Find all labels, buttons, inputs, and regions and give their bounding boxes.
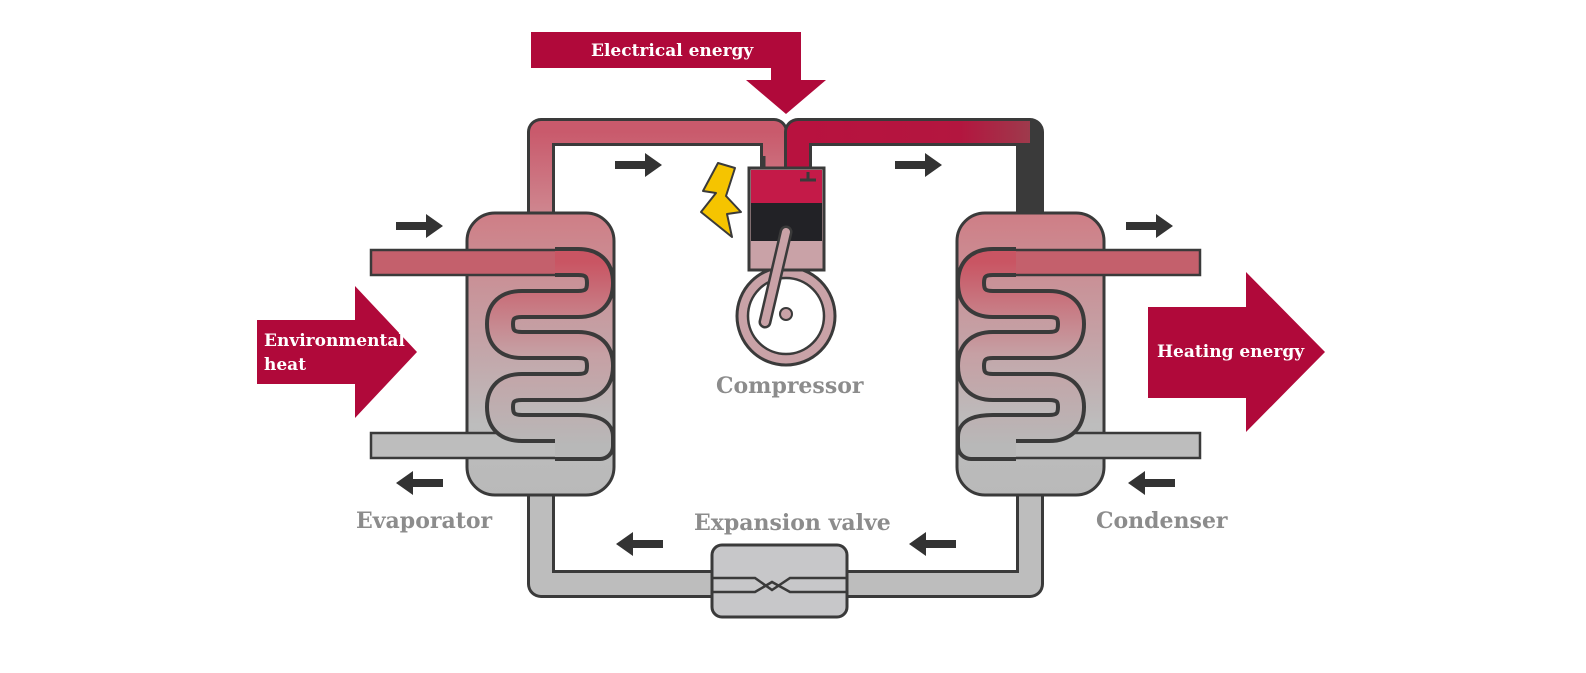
flow-arrow-icon xyxy=(396,471,443,495)
flow-arrow-icon xyxy=(909,532,956,556)
environmental-heat-arrow: Environmental heat xyxy=(257,286,417,418)
flow-arrow-icon xyxy=(1126,214,1173,238)
hot-refrigerant-loop xyxy=(527,118,1044,222)
flow-arrow-icon xyxy=(615,153,662,177)
condenser xyxy=(955,211,1202,497)
compressor xyxy=(735,156,837,367)
electrical-energy-arrow: Electrical energy xyxy=(531,32,826,114)
flow-arrow-icon xyxy=(396,214,443,238)
expansion-valve xyxy=(710,543,849,619)
compressor-label: Compressor xyxy=(716,373,864,399)
evaporator xyxy=(369,211,616,497)
environmental-heat-label-line1: Environmental xyxy=(264,331,405,351)
electrical-energy-label: Electrical energy xyxy=(591,41,754,61)
flow-arrow-icon xyxy=(895,153,942,177)
lightning-bolt-icon xyxy=(700,162,742,238)
flow-arrow-icon xyxy=(616,532,663,556)
environmental-heat-label-line2: heat xyxy=(264,355,306,375)
evaporator-label: Evaporator xyxy=(356,508,493,534)
flow-arrow-icon xyxy=(1128,471,1175,495)
condenser-label: Condenser xyxy=(1096,508,1228,534)
flow-arrows xyxy=(396,153,1175,556)
expansion-valve-label: Expansion valve xyxy=(694,510,891,536)
heating-energy-label: Heating energy xyxy=(1157,342,1305,362)
heating-energy-arrow: Heating energy xyxy=(1148,272,1325,432)
